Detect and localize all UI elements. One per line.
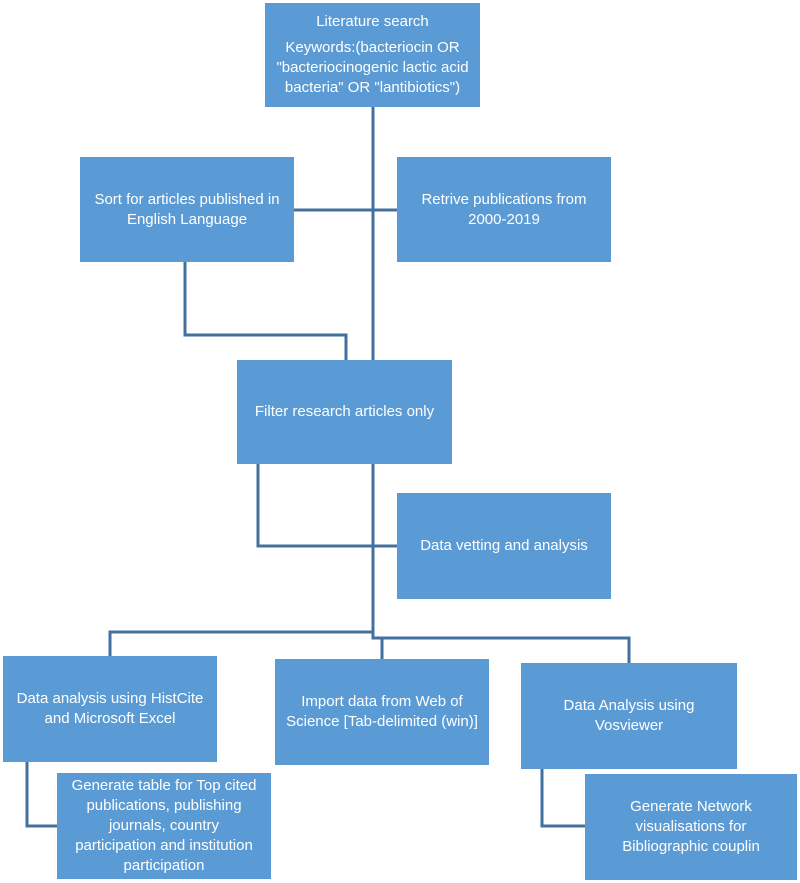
keywords-line-2: "bacteriocinogenic lactic acid [276,59,469,76]
generate-network-line-3: Bibliographic couplin [622,838,760,855]
generate-network-line-2: visualisations for [635,818,747,835]
generate-network-line-1: Generate Network [630,798,752,815]
filter-research-box: Filter research articles only [237,360,452,464]
import-data-box: Import data from Web of Science [Tab-del… [275,659,489,765]
filter-research-line-1: Filter research articles only [254,403,435,420]
vosviewer-analysis-box: Data Analysis using Vosviewer [521,663,737,769]
generate-table-line-5: participation [123,857,205,874]
import-data-line-1: Import data from Web of [301,693,463,710]
import-data-line-2: Science [Tab-delimited (win)] [286,713,478,730]
histcite-line-2: and Microsoft Excel [44,710,176,727]
sort-english-box: Sort for articles published in English L… [80,157,294,262]
connector-filter-vetting [256,462,399,548]
generate-table-line-2: publications, publishing [86,797,242,814]
keywords-line-3: bacteria" OR "lantibiotics") [284,79,461,96]
literature-search-title: Literature search [316,13,429,30]
generate-table-line-3: journals, country [108,817,220,834]
connector-vosviewer-network [540,767,587,828]
generate-table-line-4: participation and institution [75,837,253,854]
generate-table-line-1: Generate table for Top cited [71,777,257,794]
connector-branch-histcite [108,630,375,658]
connector-histcite-table [25,760,59,828]
data-vetting-line-1: Data vetting and analysis [420,537,588,554]
sort-english-line-1: Sort for articles published in [94,190,280,208]
histcite-analysis-box: Data analysis using HistCite and Microso… [3,656,217,762]
retrieve-publications-box: Retrive publications from 2000-2019 [397,157,611,262]
literature-search-box: Literature search Keywords:(bacteriocin … [265,3,480,107]
sort-english-line-2: English Language [126,210,248,228]
histcite-line-1: Data analysis using HistCite [16,690,204,707]
generate-network-box: Generate Network visualisations for Bibl… [585,774,797,880]
generate-table-box: Generate table for Top cited publication… [57,773,271,879]
keywords-line-1: Keywords:(bacteriocin OR [285,39,460,56]
retrieve-line-2: 2000-2019 [468,210,540,228]
connector-branch-import [371,636,384,661]
connector-sort-filter [183,260,348,362]
retrieve-line-1: Retrive publications from [421,190,587,208]
data-vetting-box: Data vetting and analysis [397,493,611,599]
vosviewer-line-2: Vosviewer [594,717,664,734]
vosviewer-line-1: Data Analysis using [563,697,695,714]
connector-branch-vosviewer [380,636,631,665]
